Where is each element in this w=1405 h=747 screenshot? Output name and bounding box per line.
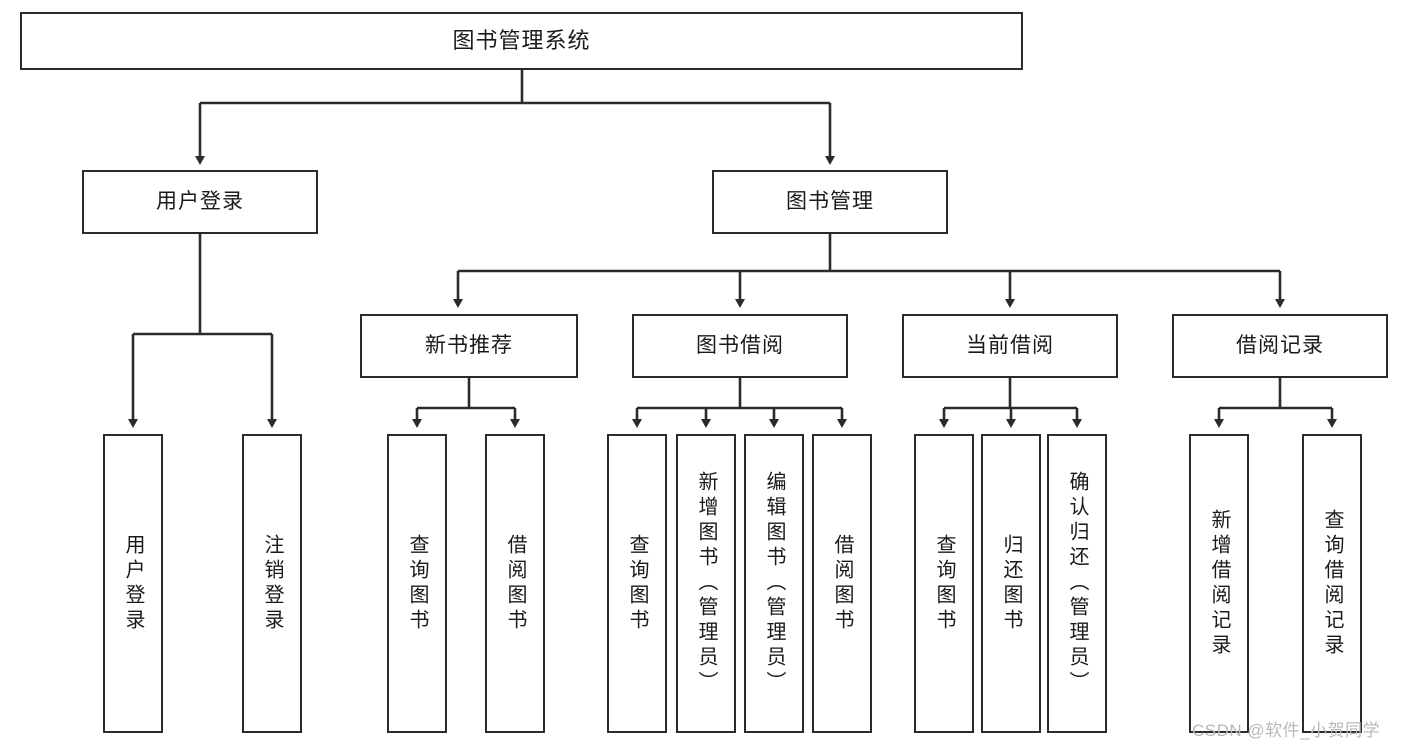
leaf-book-borrow-query[interactable]: 查询图书	[607, 434, 667, 733]
node-label: 确认归还（管理员）	[1066, 471, 1088, 696]
leaf-borrow-record-query[interactable]: 查询借阅记录	[1302, 434, 1362, 733]
node-label: 查询借阅记录	[1321, 508, 1343, 659]
node-user-login[interactable]: 用户登录	[82, 170, 318, 234]
node-label: 新增图书（管理员）	[695, 471, 717, 696]
node-label: 新增借阅记录	[1208, 508, 1230, 659]
node-label: 图书管理系统	[452, 27, 591, 53]
node-label: 借阅记录	[1236, 334, 1324, 358]
node-label: 查询图书	[626, 533, 648, 634]
leaf-new-book-query[interactable]: 查询图书	[387, 434, 447, 733]
node-label: 图书借阅	[696, 334, 784, 358]
leaf-new-book-borrow[interactable]: 借阅图书	[485, 434, 545, 733]
leaf-book-borrow-borrow[interactable]: 借阅图书	[812, 434, 872, 733]
leaf-current-borrow-return[interactable]: 归还图书	[981, 434, 1041, 733]
leaf-current-borrow-confirm-admin[interactable]: 确认归还（管理员）	[1047, 434, 1107, 733]
node-label: 新书推荐	[425, 334, 513, 358]
node-label: 用户登录	[156, 190, 244, 214]
node-label: 归还图书	[1000, 533, 1022, 634]
node-label: 查询图书	[406, 533, 428, 634]
node-label: 编辑图书（管理员）	[763, 471, 785, 696]
node-label: 用户登录	[122, 533, 144, 634]
node-label: 查询图书	[933, 533, 955, 634]
node-book-management[interactable]: 图书管理	[712, 170, 948, 234]
node-label: 借阅图书	[504, 533, 526, 634]
node-label: 注销登录	[261, 533, 283, 634]
node-label: 图书管理	[786, 190, 874, 214]
node-borrow-record[interactable]: 借阅记录	[1172, 314, 1388, 378]
node-label: 借阅图书	[831, 533, 853, 634]
leaf-book-borrow-add-admin[interactable]: 新增图书（管理员）	[676, 434, 736, 733]
node-label: 当前借阅	[966, 334, 1054, 358]
leaf-user-login-login[interactable]: 用户登录	[103, 434, 163, 733]
node-new-book-recommend[interactable]: 新书推荐	[360, 314, 578, 378]
leaf-borrow-record-add[interactable]: 新增借阅记录	[1189, 434, 1249, 733]
node-current-borrow[interactable]: 当前借阅	[902, 314, 1118, 378]
node-book-borrow[interactable]: 图书借阅	[632, 314, 848, 378]
leaf-user-login-logout[interactable]: 注销登录	[242, 434, 302, 733]
leaf-book-borrow-edit-admin[interactable]: 编辑图书（管理员）	[744, 434, 804, 733]
leaf-current-borrow-query[interactable]: 查询图书	[914, 434, 974, 733]
node-root-book-management-system[interactable]: 图书管理系统	[20, 12, 1023, 70]
